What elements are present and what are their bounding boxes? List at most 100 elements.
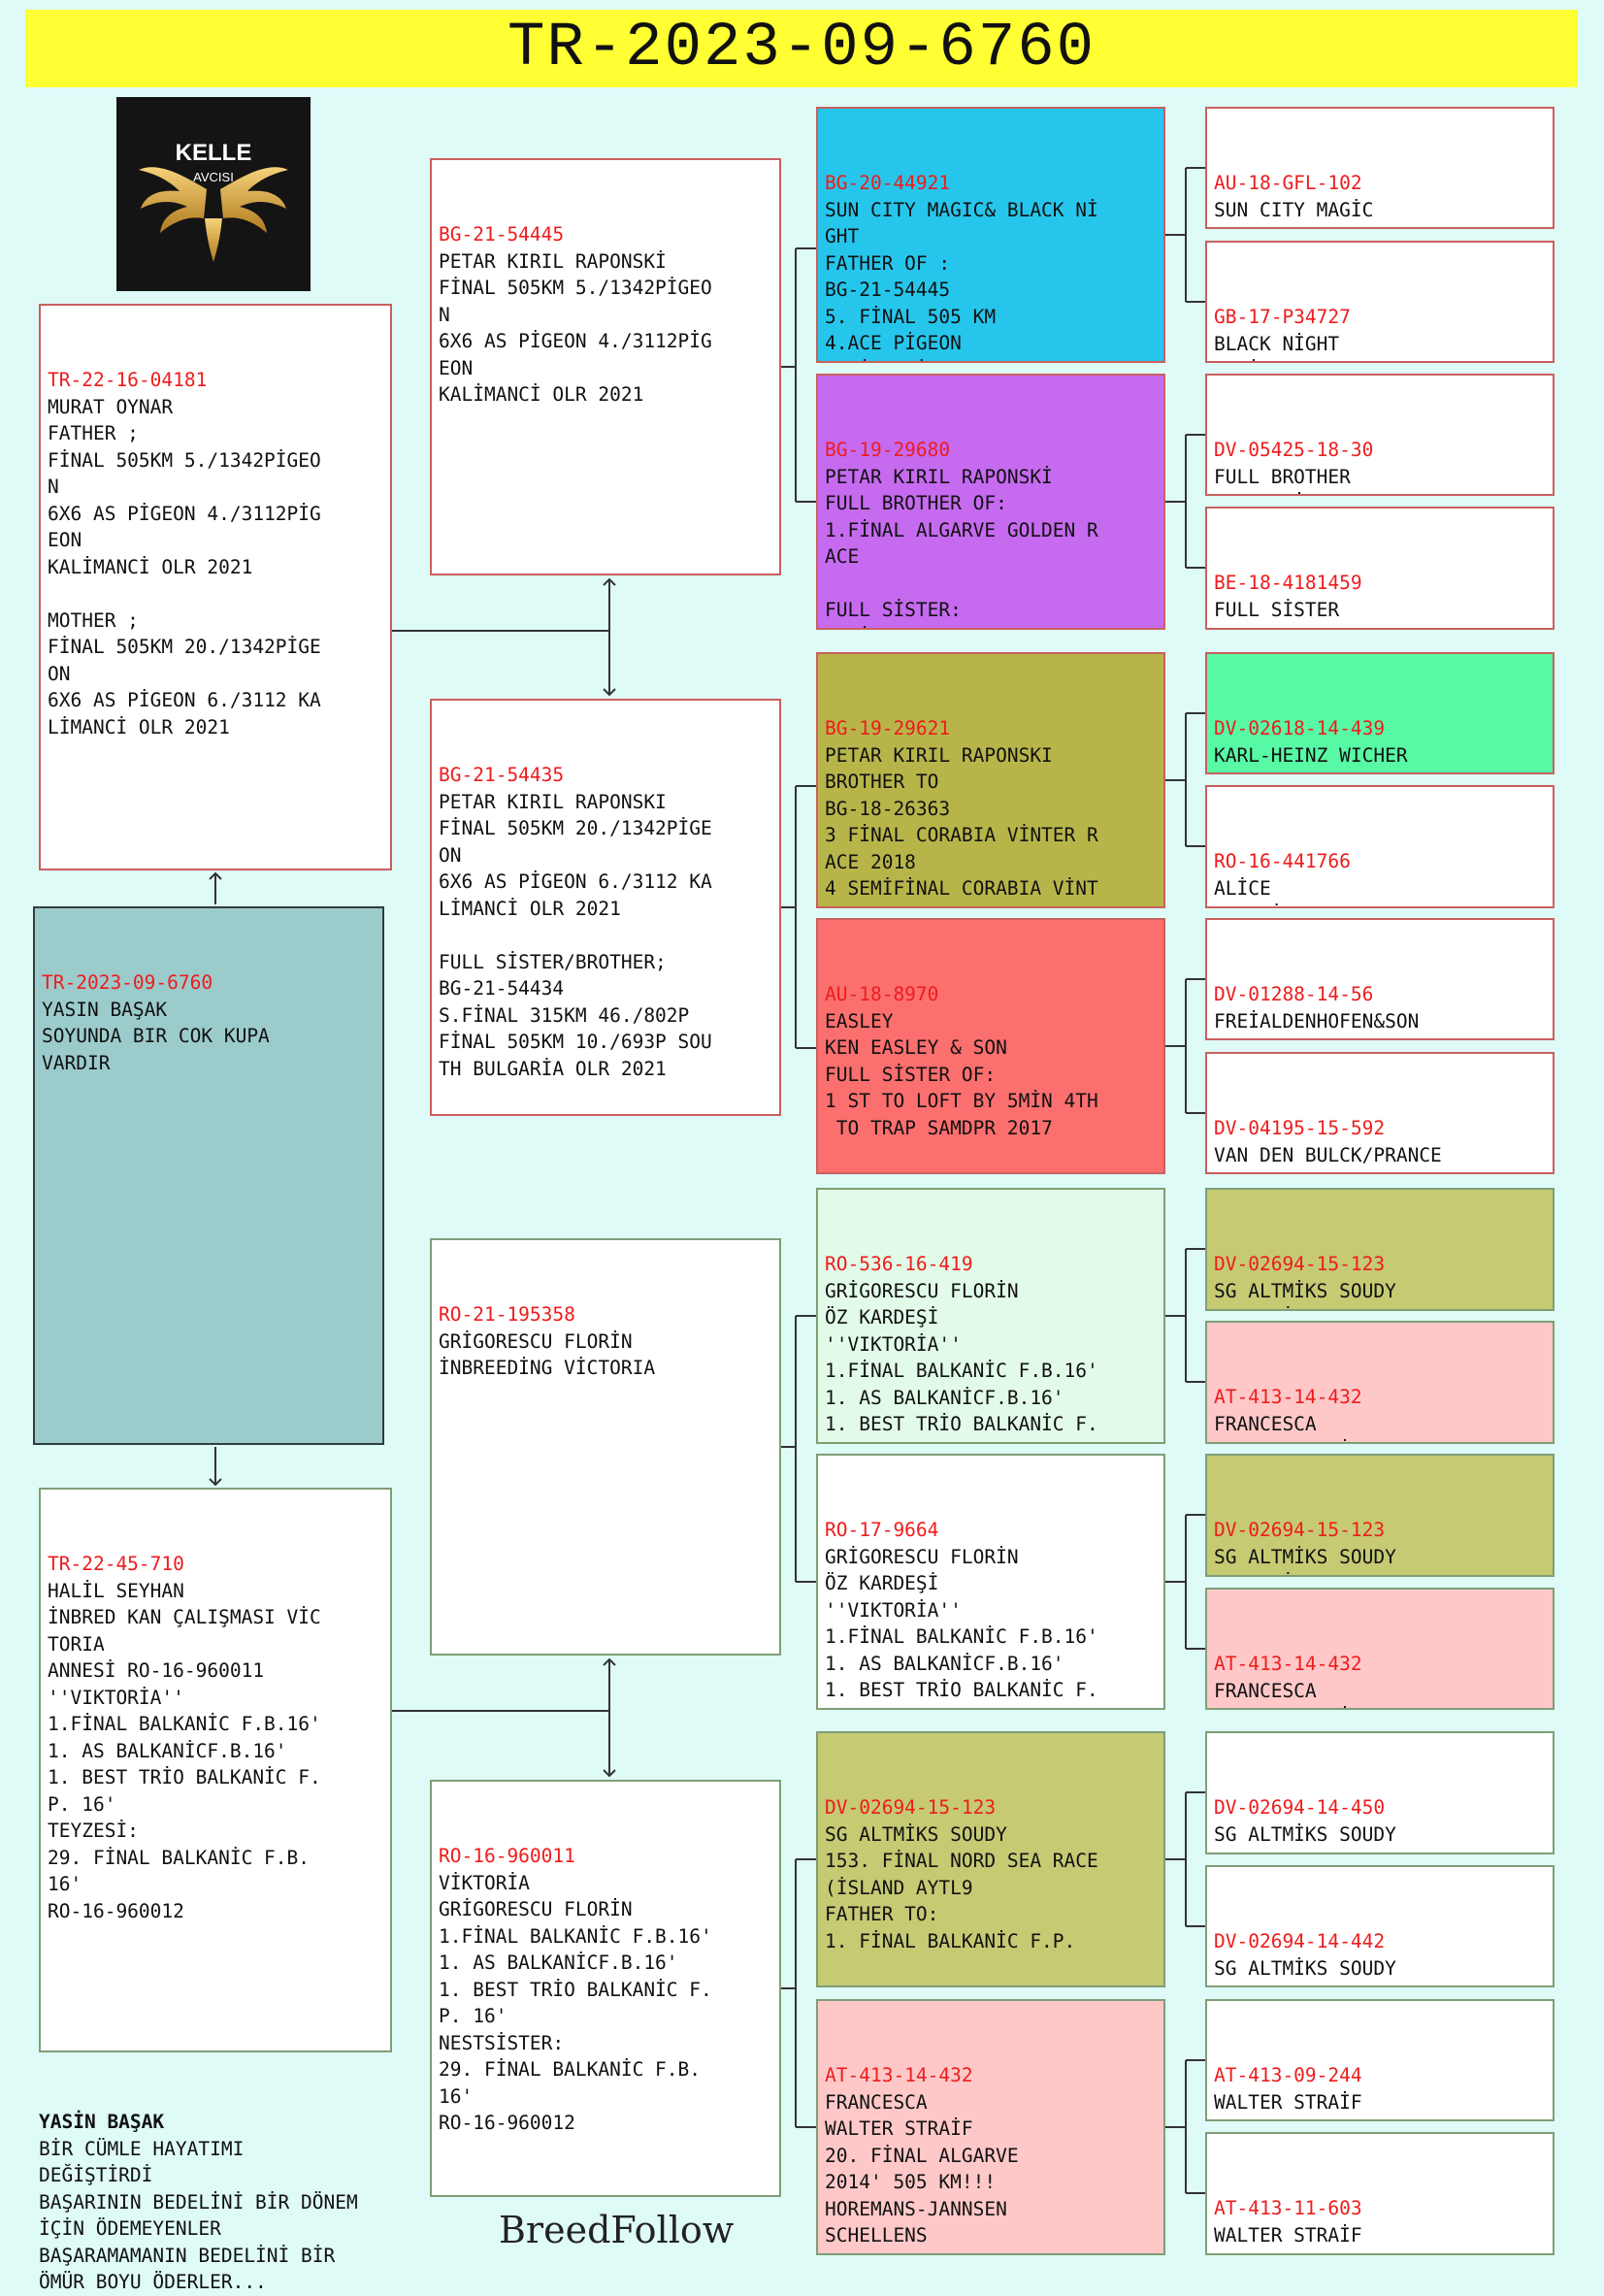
- card-text: GRİGORESCU FLORİN ÖZ KARDEŞİ ''VIKTORİA'…: [825, 1545, 1098, 1709]
- card-text: FRANCESCA WALTER STRAİF 20. FİNAL ALGARV…: [1214, 1679, 1362, 1709]
- ring-number: AU-18-8970: [825, 983, 939, 1005]
- ring-number: DV-02694-14-442: [1214, 1930, 1386, 1952]
- ring-number: BG-20-44921: [825, 172, 951, 194]
- card-text: FREİALDENHOFEN&SON ZUCHTTAUBE SİRE OF: [1214, 1009, 1420, 1039]
- ring-number: TR-22-45-710: [48, 1553, 184, 1575]
- ring-number: TR-2023-09-6760: [42, 971, 213, 994]
- ring-number: AU-18-GFL-102: [1214, 172, 1362, 194]
- ring-number: BG-19-29680: [825, 439, 951, 461]
- card-text: YASIN BAŞAK SOYUNDA BIR COK KUPA VARDIR: [42, 998, 270, 1074]
- card-text: FRANCESCA WALTER STRAİF 20. FİNAL ALGARV…: [825, 2090, 1019, 2247]
- ring-number: AT-413-11-603: [1214, 2197, 1362, 2219]
- ring-number: BG-21-54435: [439, 764, 565, 786]
- card-text: GRİGORESCU FLORİN İNBREEDİNG VİCTORIA: [439, 1329, 656, 1380]
- bracket: [1165, 434, 1205, 569]
- card-text: SG ALTMİKS SOUDY 153. FİNAL NORD SEA RAC…: [1214, 1279, 1488, 1310]
- card-text: WALTER STRAİF FATHER TO:: [1214, 2090, 1362, 2120]
- card-text: ALİCE CATALİN CHIREAC: [1214, 876, 1385, 907]
- ring-number: DV-05425-18-30: [1214, 439, 1374, 461]
- ring-number: DV-04195-15-592: [1214, 1117, 1386, 1139]
- bracket: [1165, 1248, 1205, 1383]
- card-text: VİKTORİA GRİGORESCU FLORİN 1.FİNAL BALKA…: [439, 1871, 712, 2135]
- card-text: VAN DEN BULCK/PRANCE 'PRUGGLE'' 1ST TO L…: [1214, 1143, 1442, 1173]
- card-text: FRANCESCA WALTER STRAİF 20. FİNAL ALGARV…: [1214, 1412, 1362, 1443]
- logo-text-avcisi: AVCISI: [193, 170, 234, 184]
- card-text: SG ALTMİKS SOUDY GRANDFATHER TO:: [1214, 1956, 1396, 1986]
- card-text: SUN CITY MAGIC& BLACK Nİ GHT FATHER OF :…: [825, 198, 1098, 362]
- motto-heading: YASİN BAŞAK: [39, 2111, 165, 2133]
- bracket: [781, 247, 816, 503]
- ring-number: DV-01288-14-56: [1214, 983, 1374, 1005]
- card-text: SG ALTMİKS SOUDY GRANDFATHER TO:: [1214, 1822, 1396, 1853]
- ring-number: BE-18-4181459: [1214, 572, 1362, 594]
- card-text: HALİL SEYHAN İNBRED KAN ÇALIŞMASI VİC TO…: [48, 1579, 321, 1922]
- wings-icon: KELLE AVCISI: [139, 140, 288, 262]
- card-text: GRİGORESCU FLORİN ÖZ KARDEŞİ ''VIKTORİA'…: [825, 1279, 1098, 1443]
- card-text: BLACK NİGHT 4 FİNAL RACE VİKTORİA FALLS …: [1214, 332, 1351, 362]
- ring-number: RO-17-9664: [825, 1519, 939, 1541]
- ring-number: AT-413-14-432: [1214, 1653, 1362, 1675]
- card-text: SUN CITY MAGİC FULL BROTHER OF ''LAURA İ…: [1214, 198, 1385, 228]
- ring-number: GB-17-P34727: [1214, 306, 1351, 328]
- ring-number: DV-02694-15-123: [825, 1796, 997, 1819]
- kelle-avcisi-logo: KELLE AVCISI: [116, 97, 311, 291]
- ring-number: DV-02694-14-450: [1214, 1796, 1386, 1819]
- card-text: WALTER STRAİF MOTHER TO:: [1214, 2223, 1362, 2254]
- ring-number: RO-536-16-419: [825, 1253, 973, 1275]
- card-text: MURAT OYNAR FATHER ; FİNAL 505KM 5./1342…: [48, 395, 321, 738]
- ring-number: AT-413-09-244: [1214, 2064, 1362, 2086]
- ring-number: BG-19-29621: [825, 717, 951, 739]
- ring-number: DV-02618-14-439: [1214, 717, 1386, 739]
- ring-number: AT-413-14-432: [1214, 1386, 1362, 1408]
- bracket: [1165, 1514, 1205, 1650]
- card-text: KARL-HEINZ WICHER "JULIA": [1214, 743, 1408, 773]
- ring-number: RO-16-441766: [1214, 850, 1351, 872]
- bracket: [1165, 712, 1205, 847]
- bracket: [1165, 978, 1205, 1114]
- bracket: [781, 785, 816, 1049]
- bracket: [1165, 167, 1205, 303]
- gen4-card: DV-02694-15-123 SG ALTMİKS SOUDY 153. FİN…: [1205, 1188, 1555, 1311]
- logo-text-kelle: KELLE: [176, 140, 252, 166]
- bracket: [781, 1315, 816, 1583]
- pedigree-title: TR-2023-09-6760: [25, 10, 1578, 87]
- gen3-card: DV-02694-15-123 SG ALTMİKS SOUDY 153. FİN…: [816, 1731, 1165, 1987]
- bracket: [781, 1858, 816, 2128]
- card-text: SG ALTMİKS SOUDY 153. FİNAL NORD SEA RAC…: [825, 1822, 1098, 1952]
- ring-number: DV-02694-15-123: [1214, 1253, 1386, 1275]
- ring-number: RO-21-195358: [439, 1303, 575, 1326]
- gen4-card: DV-02694-14-442 SG ALTMİKS SOUDY GRANDFAT…: [1205, 1865, 1555, 1987]
- gen4-card: DV-02694-14-450 SG ALTMİKS SOUDY GRANDFAT…: [1205, 1731, 1555, 1854]
- card-text: SG ALTMİKS SOUDY 153. FİNAL NORD SEA RAC…: [1214, 1545, 1488, 1576]
- card-text: PETAR KIRIL RAPONSKI FİNAL 505KM 20./134…: [439, 790, 712, 1080]
- ring-number: TR-22-16-04181: [48, 369, 208, 391]
- card-text: PETAR KIRIL RAPONSKI BROTHER TO BG-18-26…: [825, 743, 1098, 907]
- card-text: PETAR KIRIL RAPONSKİ FULL BROTHER OF: 1.…: [825, 465, 1098, 629]
- bracket: [1165, 2059, 1205, 2194]
